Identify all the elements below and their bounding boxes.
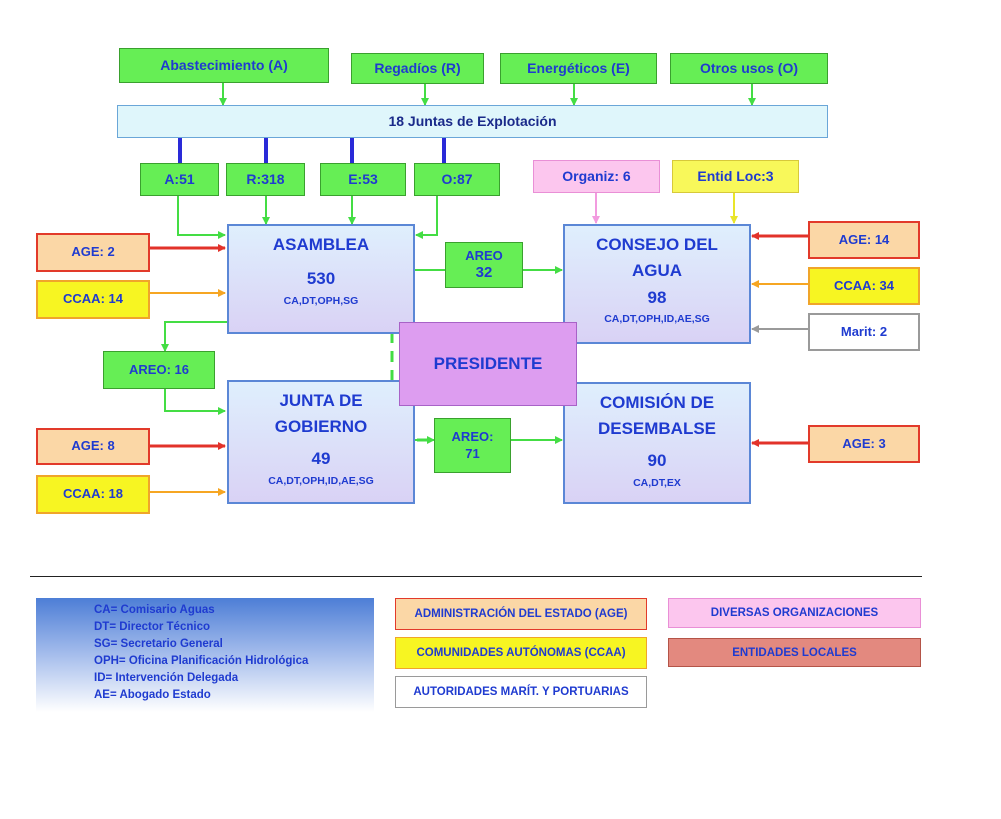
legend-organizaciones: DIVERSAS ORGANIZACIONES bbox=[668, 598, 921, 628]
count-o: O:87 bbox=[414, 163, 500, 196]
junta-ccaa-box: CCAA: 18 bbox=[36, 475, 150, 514]
asamblea-ccaa-box: CCAA: 14 bbox=[36, 280, 150, 319]
presidente-box: PRESIDENTE bbox=[399, 322, 577, 406]
areo-71-value: 71 bbox=[465, 445, 480, 461]
legend-def-sg: SG= Secretario General bbox=[94, 638, 223, 650]
legend-entidades: ENTIDADES LOCALES bbox=[668, 638, 921, 667]
asamblea-box: ASAMBLEA 530 CA,DT,OPH,SG bbox=[227, 224, 415, 334]
junta-number: 49 bbox=[311, 449, 331, 468]
legend-def-ca: CA= Comisario Aguas bbox=[94, 604, 215, 616]
legend-def-oph: OPH= Oficina Planificación Hidrológica bbox=[94, 655, 309, 667]
areo-71-label: AREO: bbox=[451, 429, 494, 445]
asamblea-title: ASAMBLEA bbox=[272, 235, 370, 254]
legend-ccaa: COMUNIDADES AUTÓNOMAS (CCAA) bbox=[395, 637, 647, 669]
junta-title-1: JUNTA DE bbox=[279, 391, 363, 410]
count-e: E:53 bbox=[320, 163, 406, 196]
consejo-age-box: AGE: 14 bbox=[808, 221, 920, 259]
junta-box: JUNTA DE GOBIERNO 49 CA,DT,OPH,ID,AE,SG bbox=[227, 380, 415, 504]
comision-members: CA,DT,EX bbox=[633, 477, 681, 489]
junta-members: CA,DT,OPH,ID,AE,SG bbox=[268, 475, 374, 487]
consejo-members: CA,DT,OPH,ID,AE,SG bbox=[604, 313, 710, 325]
legend-marit: AUTORIDADES MARÍT. Y PORTUARIAS bbox=[395, 676, 647, 708]
areo-16-box: AREO: 16 bbox=[103, 351, 215, 389]
legend-age: ADMINISTRACIÓN DEL ESTADO (AGE) bbox=[395, 598, 647, 630]
junta-age-box: AGE: 8 bbox=[36, 428, 150, 465]
uses-connectors bbox=[219, 83, 756, 106]
juntas-explotacion: 18 Juntas de Explotación bbox=[117, 105, 828, 138]
consejo-marit-box: Marit: 2 bbox=[808, 313, 920, 351]
asamblea-age-box: AGE: 2 bbox=[36, 233, 150, 272]
use-abastecimiento: Abastecimiento (A) bbox=[119, 48, 329, 83]
consejo-title-1: CONSEJO DEL bbox=[596, 235, 718, 254]
areo-32-box: AREO 32 bbox=[445, 242, 523, 288]
asamblea-number: 530 bbox=[306, 268, 336, 288]
comision-number: 90 bbox=[647, 451, 667, 470]
legend-divider bbox=[30, 576, 922, 577]
legend-def-ae: AE= Abogado Estado bbox=[94, 689, 211, 701]
comision-title-2: DESEMBALSE bbox=[597, 418, 717, 438]
areo-32-label: AREO bbox=[465, 247, 503, 263]
areo-71-box: AREO: 71 bbox=[434, 418, 511, 473]
comision-title-1: COMISIÓN DE bbox=[599, 393, 715, 412]
entid-loc-box: Entid Loc:3 bbox=[672, 160, 799, 193]
legend-definitions: CA= Comisario Aguas DT= Director Técnico… bbox=[36, 598, 374, 712]
juntas-connectors bbox=[178, 138, 446, 163]
areo-16-connectors bbox=[161, 321, 228, 415]
consejo-box: CONSEJO DEL AGUA 98 CA,DT,OPH,ID,AE,SG bbox=[563, 224, 751, 344]
use-regadios: Regadíos (R) bbox=[351, 53, 484, 84]
use-energeticos: Energéticos (E) bbox=[500, 53, 657, 84]
count-a: A:51 bbox=[140, 163, 219, 196]
organiz-box: Organiz: 6 bbox=[533, 160, 660, 193]
junta-title-2: GOBIERNO bbox=[274, 416, 368, 436]
count-r: R:318 bbox=[226, 163, 305, 196]
consejo-ccaa-box: CCAA: 34 bbox=[808, 267, 920, 305]
consejo-title-2: AGUA bbox=[631, 260, 683, 280]
consejo-number: 98 bbox=[647, 288, 667, 307]
legend-def-id: ID= Intervención Delegada bbox=[94, 672, 239, 684]
use-otros: Otros usos (O) bbox=[670, 53, 828, 84]
comision-box: COMISIÓN DE DESEMBALSE 90 CA,DT,EX bbox=[563, 382, 751, 504]
legend-def-dt: DT= Director Técnico bbox=[94, 621, 210, 633]
asamblea-members: CA,DT,OPH,SG bbox=[283, 294, 359, 307]
areo-32-value: 32 bbox=[475, 263, 493, 281]
comision-age-box: AGE: 3 bbox=[808, 425, 920, 463]
counts-connectors bbox=[177, 196, 438, 239]
